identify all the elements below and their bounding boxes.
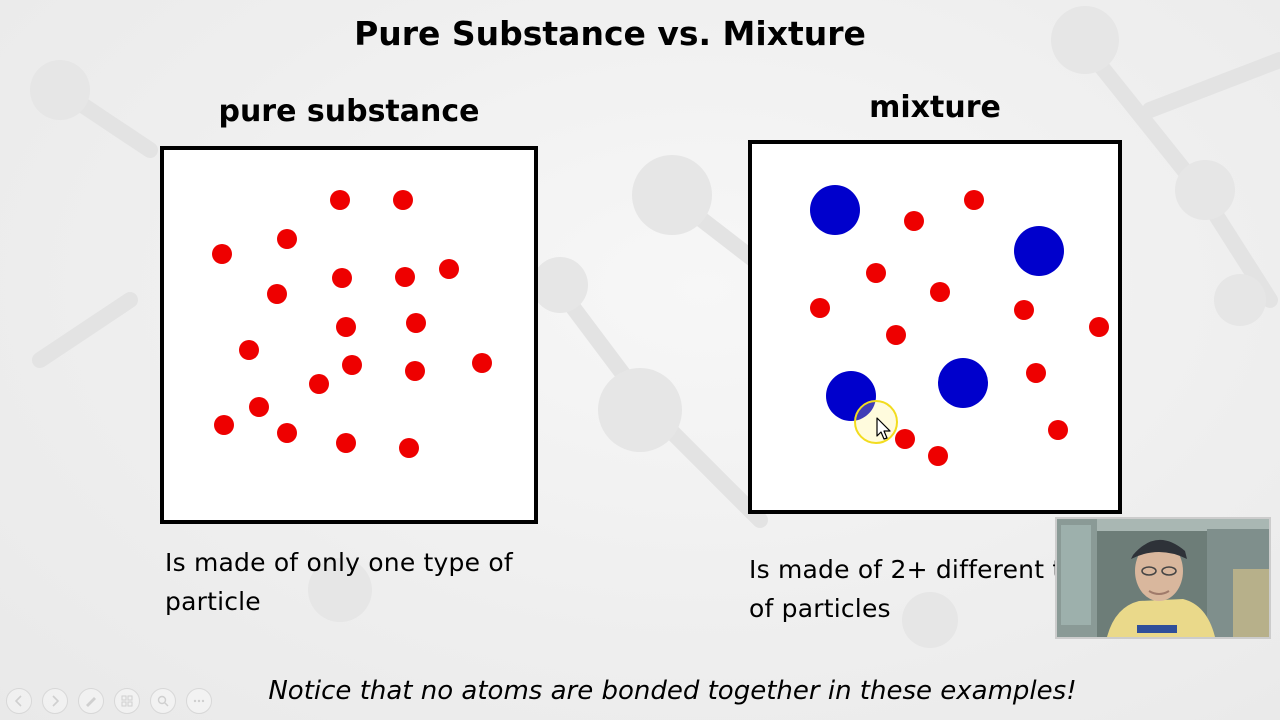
presenter-webcam: [1055, 517, 1271, 639]
slideshow-toolbar: [6, 688, 212, 714]
particle: [336, 317, 356, 337]
footer-note: Notice that no atoms are bonded together…: [268, 676, 1077, 706]
pure-substance-description: Is made of only one type of particle: [165, 543, 513, 621]
particle: [332, 268, 352, 288]
grid-icon: [121, 695, 133, 707]
small-particle: [866, 263, 886, 283]
mixture-heading: mixture: [869, 90, 1001, 125]
particle: [277, 229, 297, 249]
large-particle: [1014, 226, 1064, 276]
description-line: Is made of only one type of: [165, 548, 513, 577]
pen-icon: [86, 697, 96, 707]
particle: [309, 374, 329, 394]
small-particle: [895, 429, 915, 449]
more-options-button[interactable]: [186, 688, 212, 714]
small-particle: [964, 190, 984, 210]
presenter-video: [1057, 519, 1269, 637]
particle: [277, 423, 297, 443]
large-particle: [938, 358, 988, 408]
large-particle: [826, 371, 876, 421]
pen-tool-button[interactable]: [78, 688, 104, 714]
small-particle: [1089, 317, 1109, 337]
small-particle: [886, 325, 906, 345]
magnifier-icon: [157, 695, 169, 707]
mixture-box: [748, 140, 1122, 514]
large-particle: [810, 185, 860, 235]
pure-substance-heading: pure substance: [218, 94, 480, 129]
zoom-button[interactable]: [150, 688, 176, 714]
particle: [393, 190, 413, 210]
small-particle: [904, 211, 924, 231]
particle: [342, 355, 362, 375]
particle: [395, 267, 415, 287]
particle: [406, 313, 426, 333]
particle: [249, 397, 269, 417]
small-particle: [1014, 300, 1034, 320]
small-particle: [810, 298, 830, 318]
mixture-description: Is made of 2+ different t of particles: [749, 550, 1062, 628]
particle: [472, 353, 492, 373]
particle: [239, 340, 259, 360]
slide-title: Pure Substance vs. Mixture: [354, 14, 866, 53]
small-particle: [1048, 420, 1068, 440]
ellipsis-icon: [193, 699, 205, 703]
arrow-left-icon: [14, 695, 22, 707]
small-particle: [928, 446, 948, 466]
description-line: of particles: [749, 594, 891, 623]
particle: [336, 433, 356, 453]
particle: [439, 259, 459, 279]
arrow-right-icon: [52, 695, 60, 707]
particle: [212, 244, 232, 264]
next-slide-button[interactable]: [42, 688, 68, 714]
see-all-slides-button[interactable]: [114, 688, 140, 714]
mouse-pointer-icon: [854, 400, 898, 444]
pure-substance-box: [160, 146, 538, 524]
small-particle: [930, 282, 950, 302]
particle: [399, 438, 419, 458]
previous-slide-button[interactable]: [6, 688, 32, 714]
description-line: Is made of 2+ different t: [749, 555, 1063, 584]
small-particle: [1026, 363, 1046, 383]
description-line: particle: [165, 587, 261, 616]
particle: [330, 190, 350, 210]
particle: [214, 415, 234, 435]
particle: [405, 361, 425, 381]
particle: [267, 284, 287, 304]
